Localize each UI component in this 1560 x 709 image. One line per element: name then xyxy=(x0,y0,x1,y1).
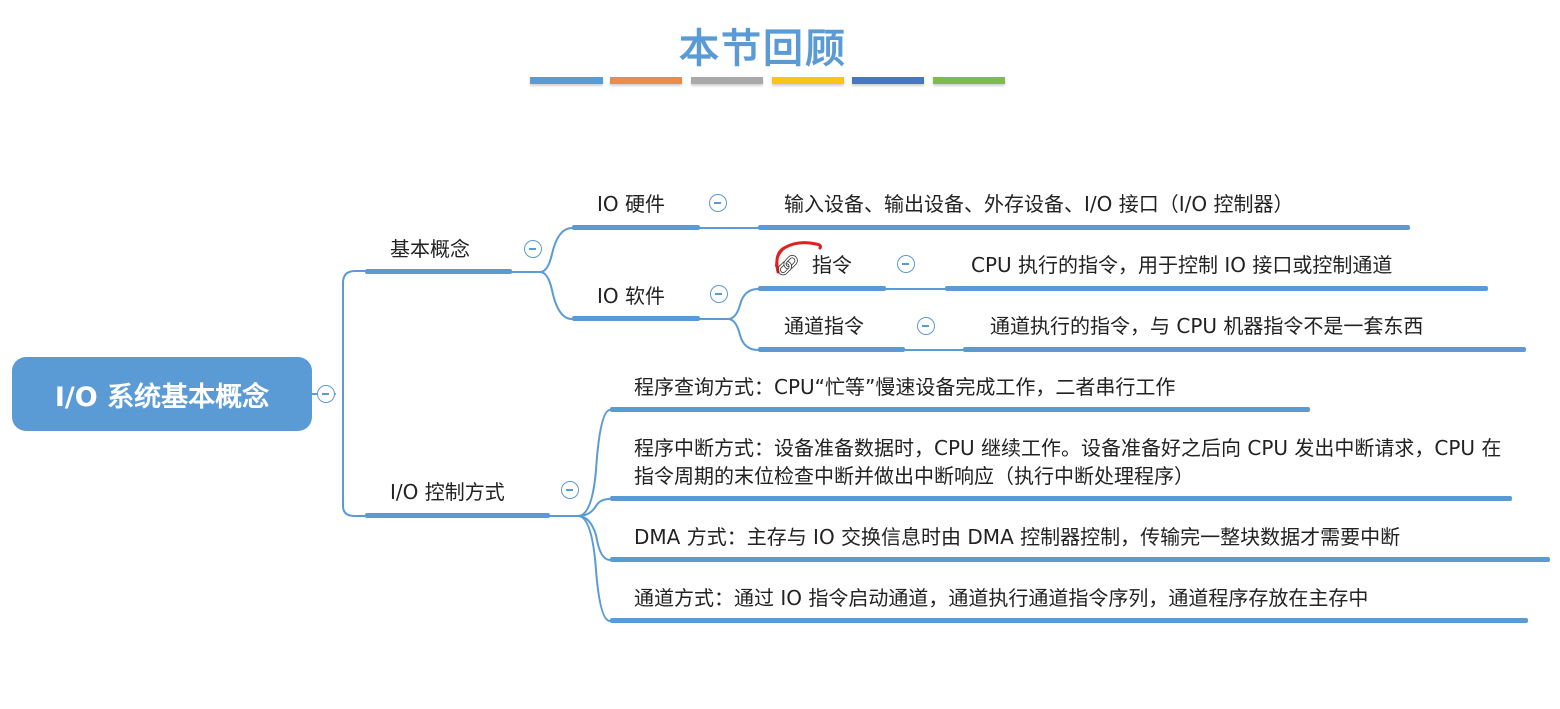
link-basic-to-hw xyxy=(511,227,573,273)
collapse-toggle-hardware[interactable] xyxy=(709,194,727,212)
underline-io-control xyxy=(365,513,550,518)
collapse-toggle-control[interactable] xyxy=(561,481,579,499)
node-channel-instruction[interactable]: 通道指令 xyxy=(784,314,864,338)
link-sw-to-channel xyxy=(699,318,759,351)
underline-io-instruction xyxy=(758,286,886,291)
title-stripe-1 xyxy=(530,77,603,84)
detail-io-instruction: CPU 执行的指令，用于控制 IO 接口或控制通道 xyxy=(971,253,1393,277)
collapse-toggle-channel[interactable] xyxy=(917,317,935,335)
underline-method-4 xyxy=(610,618,1528,623)
link-ctrl-to-m4 xyxy=(549,515,611,622)
underline-method-1 xyxy=(610,407,1310,412)
underline-io-hardware xyxy=(572,225,700,230)
method-channel: 通道方式：通过 IO 指令启动通道，通道执行通道指令序列，通道程序存放在主存中 xyxy=(634,586,1369,610)
title-stripe-3 xyxy=(691,77,763,84)
link-ctrl-to-m3 xyxy=(549,515,611,561)
link-basic-to-sw xyxy=(511,271,573,320)
underline-method-2 xyxy=(610,496,1512,501)
method-program-interrupt: 程序中断方式：设备准备数据时，CPU 继续工作。设备准备好之后向 CPU 发出中… xyxy=(634,436,1502,488)
method-program-query: 程序查询方式：CPU“忙等”慢速设备完成工作，二者串行工作 xyxy=(634,375,1176,399)
link-sw-to-instr xyxy=(699,288,759,320)
node-io-instruction[interactable]: 指令 xyxy=(812,253,852,277)
collapse-toggle-software[interactable] xyxy=(710,285,728,303)
red-annotation-mark xyxy=(775,241,822,274)
link-ctrl-to-m2 xyxy=(549,498,611,517)
link-icon[interactable]: 🔗︎ xyxy=(775,253,801,277)
underline-channel-detail xyxy=(963,347,1526,352)
collapse-toggle-root[interactable] xyxy=(317,385,335,403)
underline-channel-instruction xyxy=(758,347,905,352)
page-title: 本节回顾 xyxy=(679,26,847,72)
node-io-control-methods[interactable]: I/O 控制方式 xyxy=(390,480,505,504)
detail-channel-instruction: 通道执行的指令，与 CPU 机器指令不是一套东西 xyxy=(990,314,1424,338)
node-io-hardware[interactable]: IO 硬件 xyxy=(597,192,665,216)
title-stripe-5 xyxy=(852,77,924,84)
collapse-toggle-basic[interactable] xyxy=(524,240,542,258)
underline-io-software xyxy=(572,316,700,321)
title-stripe-6 xyxy=(933,77,1005,84)
title-stripe-2 xyxy=(610,77,682,84)
detail-io-hardware: 输入设备、输出设备、外存设备、I/O 接口（I/O 控制器） xyxy=(784,192,1294,216)
node-io-software[interactable]: IO 软件 xyxy=(597,284,665,308)
method-dma: DMA 方式：主存与 IO 交换信息时由 DMA 控制器控制，传输完一整块数据才… xyxy=(634,525,1401,549)
root-node[interactable]: I/O 系统基本概念 xyxy=(12,357,312,431)
underline-basic-concepts xyxy=(365,269,512,274)
underline-method-3 xyxy=(610,557,1550,562)
link-ctrl-to-m1 xyxy=(549,409,611,517)
node-basic-concepts[interactable]: 基本概念 xyxy=(390,237,470,261)
underline-hardware-detail xyxy=(758,225,1410,230)
collapse-toggle-instruction[interactable] xyxy=(897,255,915,273)
title-stripe-4 xyxy=(772,77,844,84)
underline-instruction-detail xyxy=(945,286,1488,291)
